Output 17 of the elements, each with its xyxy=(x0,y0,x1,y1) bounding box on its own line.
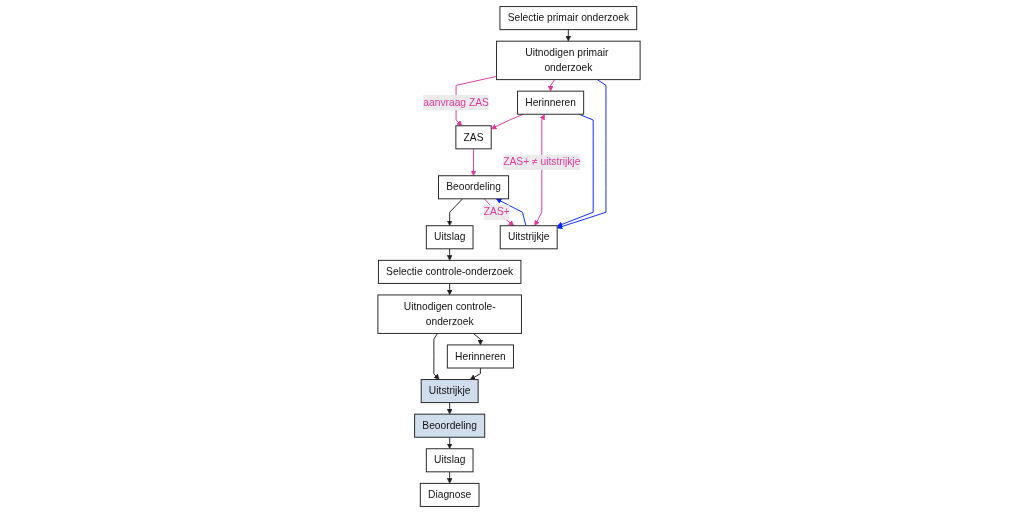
node-box: Beoordeling xyxy=(438,174,510,199)
node-box: Selectie controle-onderzoek xyxy=(377,259,522,284)
node-box: Herinneren xyxy=(446,343,514,368)
node-box: Herinneren xyxy=(517,90,585,115)
edge-label: ZAS+ xyxy=(483,206,510,217)
node-box: ZAS xyxy=(455,124,492,149)
node-box: Uitstrijkje xyxy=(420,378,479,403)
node-box: Uitnodigen primair onderzoek xyxy=(496,40,641,80)
node-box: Beoordeling xyxy=(414,413,486,438)
node-box: Uitnodigen controle-onderzoek xyxy=(377,293,522,334)
node-box: Uitstrijkje xyxy=(499,224,558,249)
node-box: Diagnose xyxy=(419,482,480,507)
edge-label: aanvraag ZAS xyxy=(423,96,489,108)
node-box: Uitslag xyxy=(425,224,474,249)
edge-label: ZAS+ ≠ uitstrijkje xyxy=(503,156,581,167)
node-box: Selectie primair onderzoek xyxy=(499,5,638,30)
node-box: Uitslag xyxy=(425,447,474,472)
